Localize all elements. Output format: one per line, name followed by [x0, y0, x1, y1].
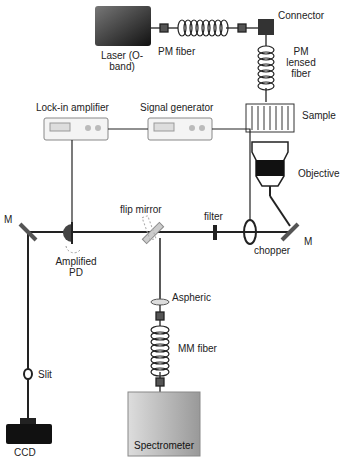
component-label: Aspheric — [172, 292, 211, 303]
chopper — [244, 220, 256, 244]
component-label: Slit — [38, 369, 52, 380]
laser-body — [95, 6, 151, 46]
ccd-camera — [6, 418, 52, 444]
sample-stripe — [270, 106, 271, 130]
component-label: M — [304, 236, 312, 247]
coil-loop — [258, 82, 274, 90]
coil-loop — [151, 368, 169, 376]
sample-stripe — [288, 106, 289, 130]
sample-stripe — [252, 106, 253, 130]
slit — [24, 369, 32, 379]
mirror — [282, 224, 298, 240]
aspheric-lens — [151, 299, 169, 305]
lensed-fiber — [265, 35, 266, 102]
component-label: Sample — [302, 110, 336, 121]
connector — [258, 19, 274, 35]
component-label: PM lensed fiber — [280, 46, 322, 79]
fiber-coil — [178, 20, 228, 36]
component-label: M — [4, 214, 12, 225]
sample-stripe — [282, 106, 283, 130]
flip-mirror — [142, 216, 164, 300]
signal-wires — [72, 129, 250, 222]
component-label: PM fiber — [158, 46, 195, 57]
component-label: Amplified PD — [48, 256, 104, 278]
signal-generator — [148, 118, 212, 140]
component-label: Connector — [278, 10, 324, 21]
component-label: MM fiber — [178, 343, 217, 354]
component-label: Objective — [298, 168, 340, 179]
lock-in-amplifier — [44, 118, 108, 140]
component-label: Laser (O-band) — [96, 50, 148, 72]
component-label: Lock-in amplifier — [36, 102, 109, 113]
component-label: flip mirror — [120, 204, 162, 215]
sample-stripe — [258, 106, 259, 130]
sample-stripe — [264, 106, 265, 130]
mm-fiber — [156, 305, 164, 392]
spectrometer — [128, 392, 200, 456]
sample — [246, 104, 294, 132]
fiber-coil — [151, 326, 169, 376]
filter — [213, 225, 217, 240]
objective — [252, 142, 288, 196]
component-label: Spectrometer — [132, 440, 196, 451]
component-label: Signal generator — [140, 102, 213, 113]
beam-path — [28, 196, 290, 418]
mirror — [20, 224, 36, 240]
fiber-coil — [258, 46, 274, 90]
component-label: filter — [204, 211, 223, 222]
sample-stripe — [276, 106, 277, 130]
coil-loop — [220, 20, 228, 36]
component-label: chopper — [254, 245, 290, 256]
component-label: CCD — [14, 447, 36, 458]
photodiode — [63, 222, 80, 253]
